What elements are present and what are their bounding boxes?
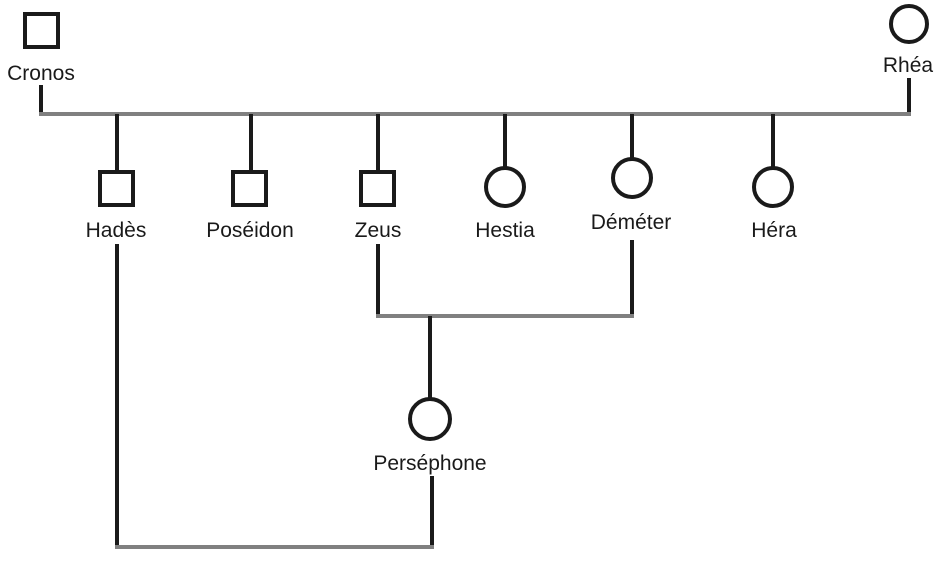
female-circle-icon [484,166,526,208]
person-zeus: Zeus [355,170,402,242]
female-circle-icon [611,157,653,199]
sibling-drop-lines [115,114,775,172]
person-cronos: Cronos [7,12,75,85]
person-poseidon: Poséidon [206,170,294,242]
union-cronos-rhea [39,78,911,116]
female-circle-icon [408,397,452,441]
male-square-icon [98,170,135,207]
person-label: Hadès [86,219,147,242]
person-label: Déméter [591,211,672,234]
person-label: Rhéa [883,54,934,77]
male-square-icon [359,170,396,207]
union-hades-persephone [115,244,434,549]
person-label: Zeus [355,219,402,242]
male-square-icon [231,170,268,207]
person-hera: Héra [751,166,797,242]
person-persephone: Perséphone [373,397,487,475]
person-rhea: Rhéa [883,4,934,77]
female-circle-icon [752,166,794,208]
union-zeus-demeter [376,240,634,400]
male-square-icon [23,12,60,49]
person-label: Poséidon [206,219,294,242]
person-label: Cronos [7,62,75,85]
person-label: Perséphone [373,452,486,475]
person-label: Hestia [475,219,535,242]
person-label: Héra [751,219,797,242]
person-hestia: Hestia [475,166,535,242]
person-demeter: Déméter [591,157,672,234]
female-circle-icon [889,4,929,44]
person-hades: Hadès [86,170,147,242]
